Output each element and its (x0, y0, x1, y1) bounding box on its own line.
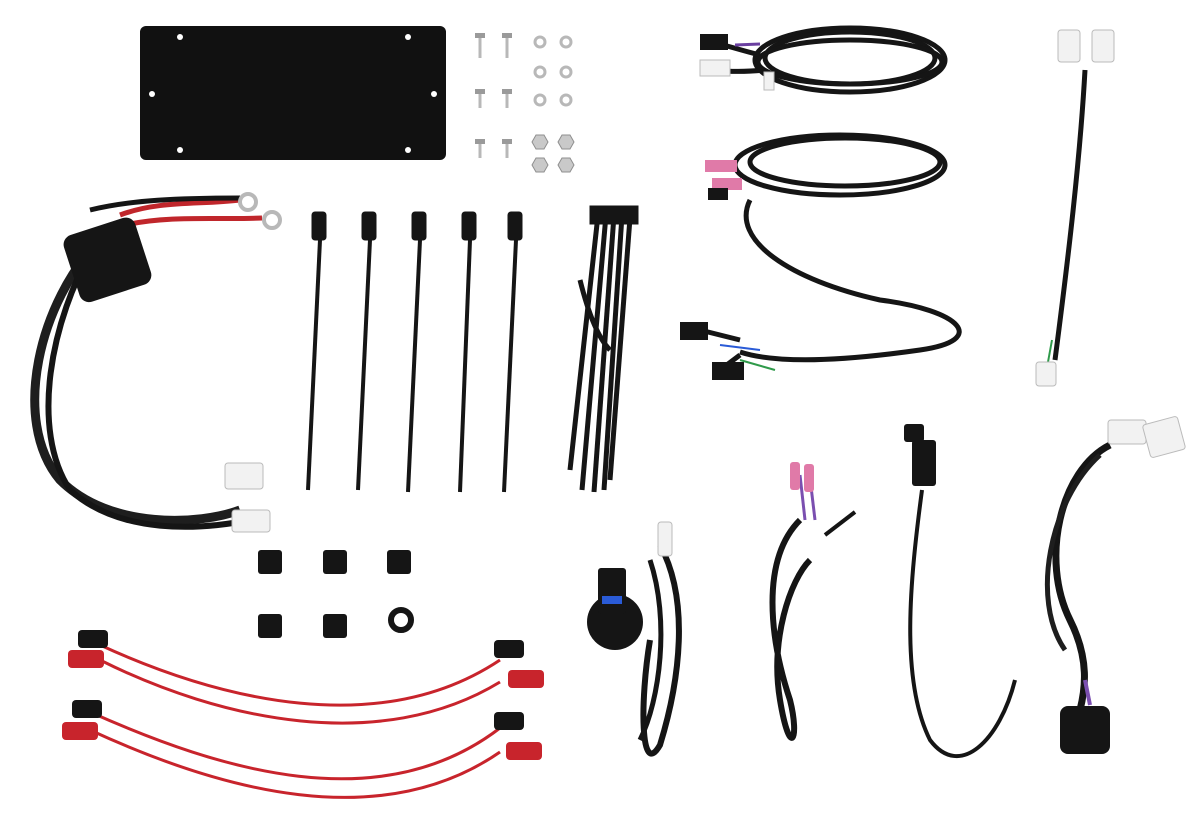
cable-tie (406, 211, 427, 493)
cable-tie (306, 211, 327, 491)
screw-column-right (502, 33, 512, 158)
switch-lead (904, 424, 1017, 758)
pink-terminal-lead (769, 462, 857, 741)
cable-tie-bundle (567, 205, 639, 493)
round-connector-lead (587, 521, 682, 757)
white-connector (231, 509, 271, 533)
rca-cables (62, 630, 544, 799)
fuse-holder (63, 217, 152, 303)
cable-tie (502, 211, 523, 493)
hex-nuts (531, 134, 575, 173)
short-extension-harness (1035, 29, 1115, 387)
washers (533, 35, 573, 107)
white-connector (224, 462, 264, 490)
coiled-harness-top (699, 25, 948, 95)
coiled-harness-middle (680, 132, 962, 380)
push-mount-cable-ties (306, 211, 523, 493)
adhesive-cable-mounts (258, 550, 414, 638)
power-harness-with-fuse (30, 192, 282, 533)
cable-tie (458, 211, 477, 493)
screw-column-left (475, 33, 485, 158)
vehicle-adapter-harness (1045, 416, 1186, 754)
mounting-plate (140, 26, 446, 160)
cable-tie (356, 211, 377, 491)
screws-and-nuts (475, 33, 575, 173)
